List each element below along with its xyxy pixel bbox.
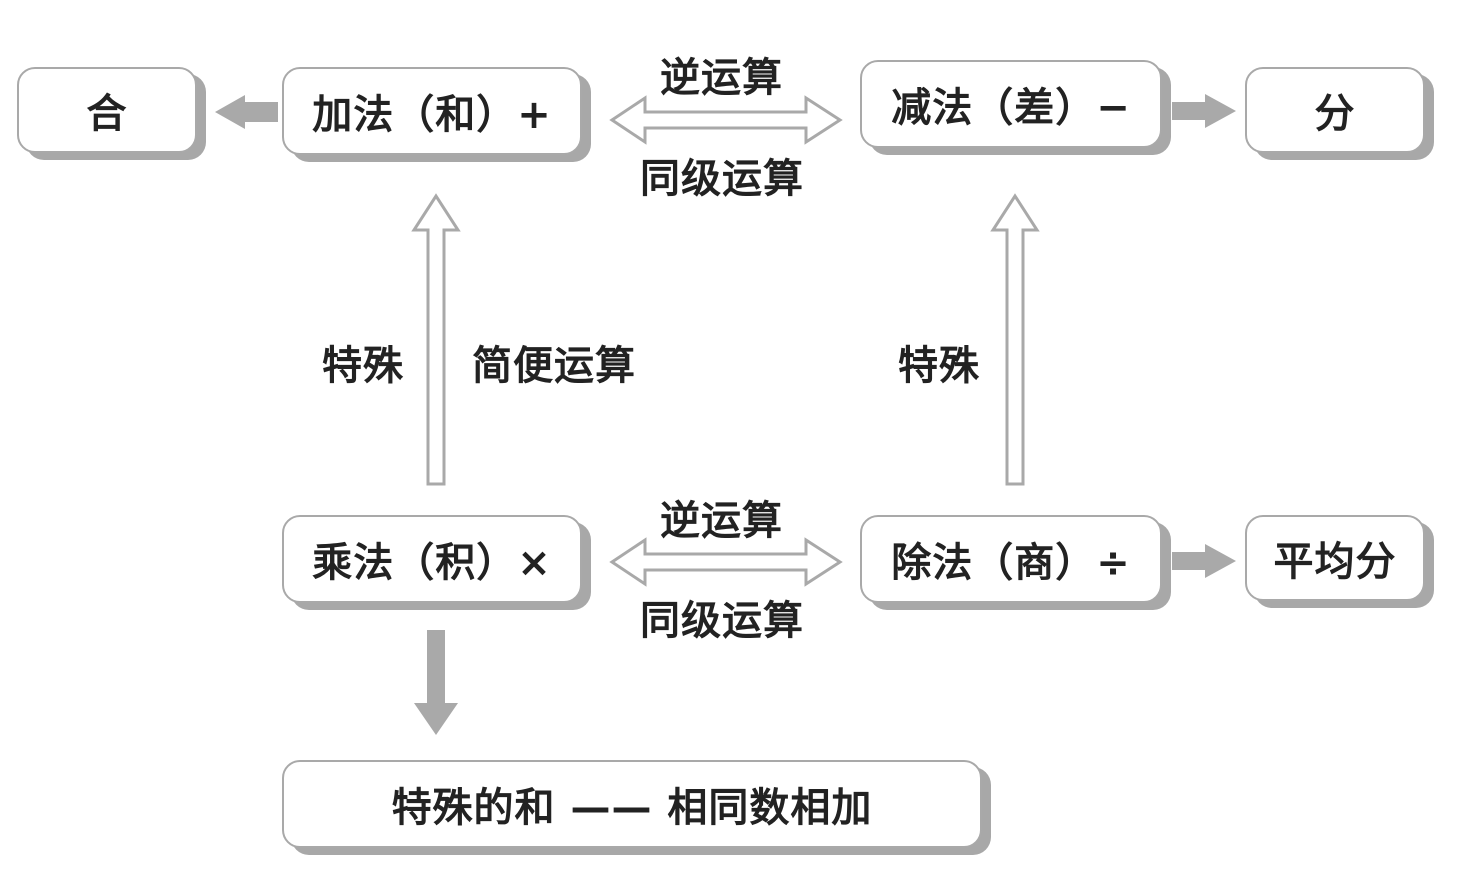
node-special-sum: 特殊的和 —— 相同数相加 (282, 760, 982, 848)
label-inverse-bottom: 逆运算 (660, 498, 783, 544)
node-addition: 加法（和）+ (282, 67, 582, 155)
node-average: 平均分 (1245, 515, 1425, 601)
arrow-division-to-average (1172, 544, 1236, 578)
node-average-label: 平均分 (1273, 539, 1397, 585)
node-subtraction: 减法（差）− (860, 60, 1162, 148)
up-arrow-div-to-sub (990, 193, 1040, 486)
up-arrow-mul-to-add (411, 193, 461, 486)
node-he: 合 (17, 67, 197, 153)
arrow-addition-to-he (215, 95, 278, 129)
node-multiplication: 乘法（积）× (282, 515, 582, 603)
label-special-right: 特殊 (898, 343, 980, 389)
node-multiplication-label: 乘法（积）× (312, 540, 552, 586)
node-fen: 分 (1245, 67, 1425, 153)
node-addition-label: 加法（和）+ (312, 92, 552, 138)
node-division-label: 除法（商）÷ (891, 540, 1131, 586)
label-inverse-top: 逆运算 (660, 55, 783, 101)
double-arrow-mul-div (609, 537, 843, 587)
label-simple-calc: 简便运算 (472, 343, 636, 389)
arrow-multiplication-to-special-sum (414, 630, 458, 735)
label-same-level-bottom: 同级运算 (640, 598, 804, 644)
node-fen-label: 分 (1314, 91, 1356, 137)
node-special-sum-label: 特殊的和 —— 相同数相加 (391, 785, 873, 831)
label-same-level-top: 同级运算 (640, 156, 804, 202)
node-subtraction-label: 减法（差）− (891, 85, 1131, 131)
node-division: 除法（商）÷ (860, 515, 1162, 603)
node-he-label: 合 (86, 91, 128, 137)
label-special-left: 特殊 (322, 343, 404, 389)
arrow-subtraction-to-fen (1172, 94, 1236, 128)
double-arrow-add-sub (609, 95, 843, 145)
